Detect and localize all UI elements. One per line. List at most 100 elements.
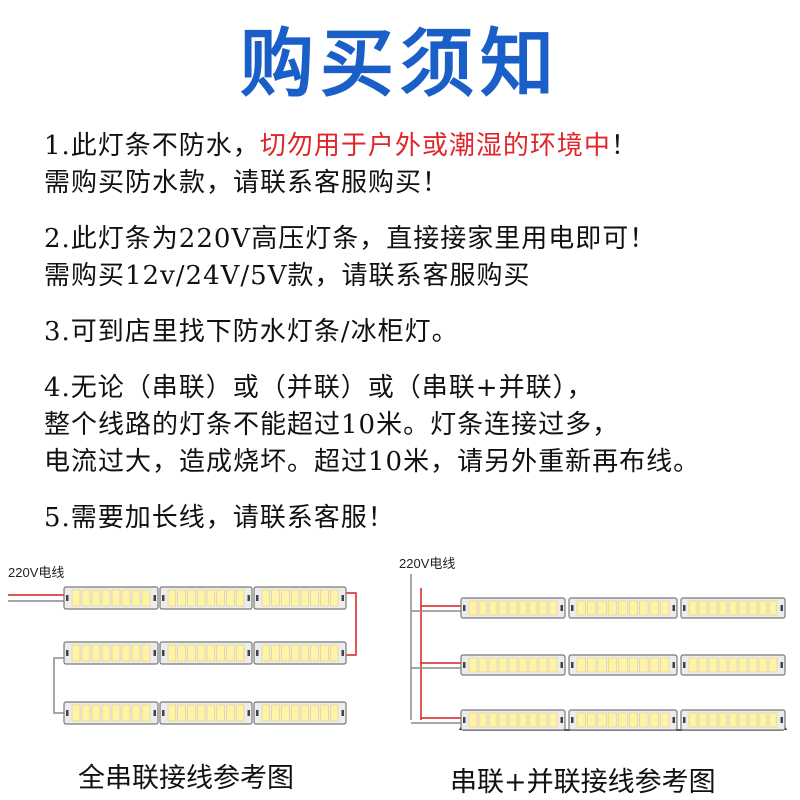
led-chip (488, 657, 498, 673)
led-chip (618, 657, 628, 673)
led-chip (518, 712, 528, 728)
led-chip (597, 657, 607, 673)
led-chip (488, 712, 498, 728)
led-chip (597, 600, 607, 616)
led-chip (548, 600, 558, 616)
led-chip (587, 712, 597, 728)
strip-connector (341, 650, 344, 656)
led-chip (597, 712, 607, 728)
led-chip (639, 712, 649, 728)
led-chip (111, 704, 121, 722)
led-chip (71, 644, 81, 662)
led-chip (330, 704, 339, 722)
strip-connector (683, 717, 686, 723)
led-chip (177, 644, 186, 662)
led-chip (576, 600, 586, 616)
led-chip (261, 589, 270, 607)
led-strip (63, 586, 159, 610)
led-chip (748, 657, 758, 673)
led-chip (628, 600, 638, 616)
led-chip (167, 704, 176, 722)
strip-connector (153, 650, 156, 656)
note-text: ！ (610, 131, 638, 161)
led-strip (63, 701, 159, 725)
strip-connector (463, 662, 466, 668)
led-chip (498, 657, 508, 673)
strip-connector (162, 595, 165, 601)
led-chip (576, 657, 586, 673)
strip-connector (672, 605, 675, 611)
strip-connector (571, 717, 574, 723)
led-chip (639, 600, 649, 616)
led-chip (197, 644, 206, 662)
led-chip (131, 589, 141, 607)
note-1: 1.此灯条不防水，切勿用于户外或潮湿的环境中！ 需购买防水款，请联系客服购买！ (44, 128, 784, 202)
led-chip (468, 657, 478, 673)
led-strip (159, 641, 253, 665)
led-chip (548, 657, 558, 673)
led-strip (680, 597, 786, 619)
led-chip (508, 600, 518, 616)
led-chip (101, 589, 111, 607)
led-chip (468, 600, 478, 616)
led-chip (261, 644, 270, 662)
led-chip (291, 644, 300, 662)
led-strip (63, 641, 159, 665)
note-line: 整个线路的灯条不能超过10米。灯条连接过多， (44, 410, 620, 440)
led-chip (310, 704, 319, 722)
led-chip (548, 712, 558, 728)
strip-connector (683, 662, 686, 668)
led-chip (708, 600, 718, 616)
led-chip (738, 712, 748, 728)
strip-connector (341, 710, 344, 716)
wire-label: 220V电线 (8, 565, 64, 580)
led-chip (728, 712, 738, 728)
led-chip (768, 600, 778, 616)
led-chip (639, 657, 649, 673)
led-chip (698, 600, 708, 616)
led-chip (111, 589, 121, 607)
led-chip (518, 600, 528, 616)
strip-connector (780, 662, 783, 668)
led-chip (291, 704, 300, 722)
strip-connector (560, 662, 563, 668)
led-chip (330, 644, 339, 662)
led-chip (71, 704, 81, 722)
led-chip (738, 657, 748, 673)
led-chip (718, 657, 728, 673)
led-chip (271, 644, 280, 662)
strip-connector (683, 605, 686, 611)
note-line: 4.无论（串联）或（并联）或（串联+并联）， (44, 373, 594, 403)
led-chip (131, 704, 141, 722)
led-chip (649, 600, 659, 616)
strip-connector (463, 717, 466, 723)
mixed-caption: 串联+并联接线参考图 (450, 767, 716, 798)
led-chip (728, 600, 738, 616)
note-5: 5.需要加长线，请联系客服！ (44, 500, 784, 537)
strip-connector (66, 710, 69, 716)
led-strip (159, 586, 253, 610)
led-chip (538, 600, 548, 616)
strip-connector (560, 717, 563, 723)
led-chip (101, 644, 111, 662)
led-chip (320, 589, 329, 607)
led-strip (568, 709, 678, 731)
strip-connector (153, 595, 156, 601)
led-chip (177, 589, 186, 607)
mixed-wiring-diagram: 220V电线 (399, 556, 787, 731)
led-strip (568, 654, 678, 676)
led-chip (236, 644, 245, 662)
led-chip (508, 712, 518, 728)
led-chip (91, 704, 101, 722)
note-2: 2.此灯条为220V高压灯条，直接接家里用电即可！ 需购买12v/24V/5V款… (44, 221, 784, 295)
led-chip (660, 712, 670, 728)
led-chip (141, 704, 151, 722)
strip-connector (571, 605, 574, 611)
led-chip (576, 712, 586, 728)
led-chip (236, 589, 245, 607)
led-strip (253, 701, 347, 725)
strip-connector (162, 650, 165, 656)
strip-connector (780, 717, 783, 723)
led-chip (660, 657, 670, 673)
led-chip (91, 589, 101, 607)
